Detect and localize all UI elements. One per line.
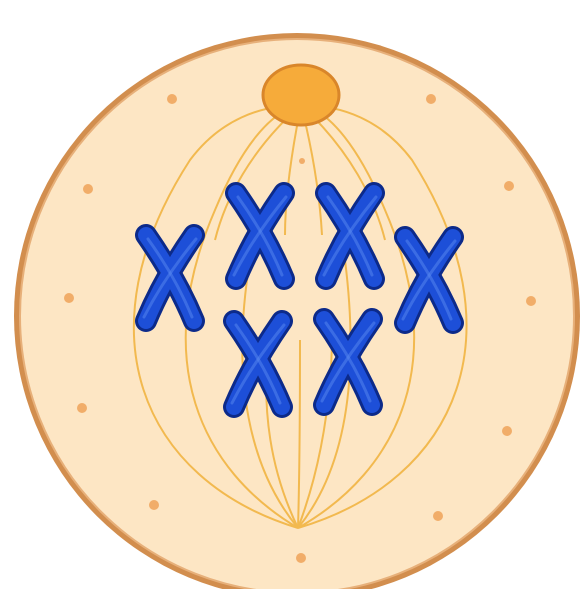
cytoplasm-granule [149, 500, 159, 510]
cytoplasm-granule [526, 296, 536, 306]
cytoplasm-granule [83, 184, 93, 194]
cytoplasm-granule [77, 403, 87, 413]
centrosome [263, 65, 339, 125]
cytoplasm-granule [426, 94, 436, 104]
spindle-pole-marker [299, 158, 305, 164]
cytoplasm-granule [502, 426, 512, 436]
cytoplasm-granule [504, 181, 514, 191]
cytoplasm-granule [167, 94, 177, 104]
cytoplasm-granule [433, 511, 443, 521]
cytoplasm-granule [64, 293, 74, 303]
cytoplasm-granule [296, 553, 306, 563]
